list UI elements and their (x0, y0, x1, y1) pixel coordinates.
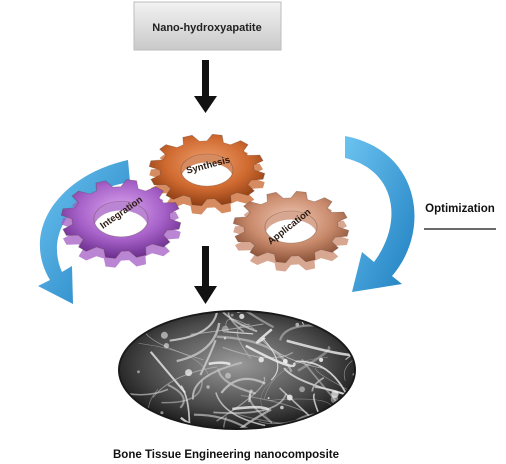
sem-fiber (315, 367, 354, 398)
left-cycle-arrow (38, 160, 130, 304)
sem-particle (280, 405, 284, 410)
sem-fiber (222, 346, 294, 359)
sem-fiber (297, 345, 331, 372)
sem-fiber (227, 331, 254, 335)
sem-particle (286, 394, 293, 401)
sem-particle (160, 411, 164, 415)
sem-fiber (120, 388, 169, 396)
sem-fiber (209, 312, 258, 333)
sem-particle (352, 373, 354, 376)
optimization-label-group: Optimization (424, 203, 496, 230)
sem-particle (319, 357, 324, 362)
sem-particle (295, 322, 300, 327)
sem-fiber (167, 383, 185, 409)
sem-fiber (329, 312, 354, 327)
right-cycle-arrow (345, 136, 415, 292)
sem-fiber (331, 414, 354, 428)
sem-fiber (169, 312, 219, 342)
sem-fiber (311, 376, 325, 392)
sem-fiber (261, 336, 279, 381)
sem-particle (137, 370, 140, 374)
sem-fiber (343, 353, 354, 381)
sem-fiber (199, 339, 217, 376)
sem-particle (267, 397, 270, 400)
arrow-box-to-gears (194, 60, 217, 113)
sem-fiber (313, 321, 354, 326)
sem-particle (206, 385, 210, 389)
sem-fiber (295, 360, 349, 397)
sem-particle (230, 313, 234, 317)
sem-particle (239, 313, 245, 319)
sem-fiber (220, 377, 266, 394)
sem-fiber (346, 396, 354, 426)
sem-fiber (312, 393, 329, 428)
sem-fiber (208, 361, 231, 366)
sem-fiber (213, 393, 287, 414)
gear-application (232, 190, 350, 272)
sem-fiber (260, 378, 276, 424)
sem-fiber (256, 328, 273, 344)
sem-fiber (138, 343, 210, 377)
output-label: Bone Tissue Engineering nanocomposite (113, 449, 339, 461)
sem-micrograph-image (118, 310, 356, 430)
sem-particle (225, 372, 231, 379)
sem-fiber (176, 322, 221, 363)
sem-fiber (281, 312, 342, 314)
sem-fiber (180, 416, 241, 428)
sem-particle (282, 358, 288, 364)
sem-fiber (248, 389, 254, 403)
sem-particle (299, 386, 305, 393)
sem-fiber (227, 408, 272, 428)
sem-fiber (216, 376, 266, 422)
sem-fiber (236, 323, 252, 359)
sem-particle (160, 331, 168, 339)
sem-particle (221, 325, 229, 333)
gear-integration-face (60, 179, 182, 259)
sem-fiber (120, 395, 122, 423)
gear-application-face (232, 190, 350, 264)
sem-fiber (263, 356, 329, 399)
sem-fiber (222, 416, 237, 428)
sem-fiber (345, 336, 354, 361)
sem-fiber (261, 339, 326, 370)
sem-fiber (245, 344, 296, 368)
gear-synthesis-face (148, 133, 266, 207)
sem-fiber (193, 413, 259, 428)
sem-particle (336, 421, 342, 428)
sem-fiber (227, 312, 245, 333)
input-box: Nano-hydroxyapatite (133, 1, 282, 51)
sem-particle (305, 314, 309, 318)
optimization-label: Optimization (425, 203, 495, 215)
arrow-gears-to-output (194, 246, 217, 304)
sem-fiber (192, 361, 243, 400)
sem-particle (163, 343, 169, 349)
sem-fiber (161, 380, 203, 404)
sem-fiber (240, 394, 308, 414)
sem-particle (223, 337, 227, 340)
sem-fiber (180, 385, 191, 426)
gear-integration (60, 179, 182, 268)
gear-synthesis (148, 133, 266, 215)
sem-fiber (152, 366, 217, 398)
sem-particle (258, 357, 264, 363)
input-box-label: Nano-hydroxyapatite (152, 22, 261, 34)
sem-fiber (190, 323, 264, 335)
sem-particle (331, 390, 339, 398)
sem-particle (185, 369, 193, 377)
